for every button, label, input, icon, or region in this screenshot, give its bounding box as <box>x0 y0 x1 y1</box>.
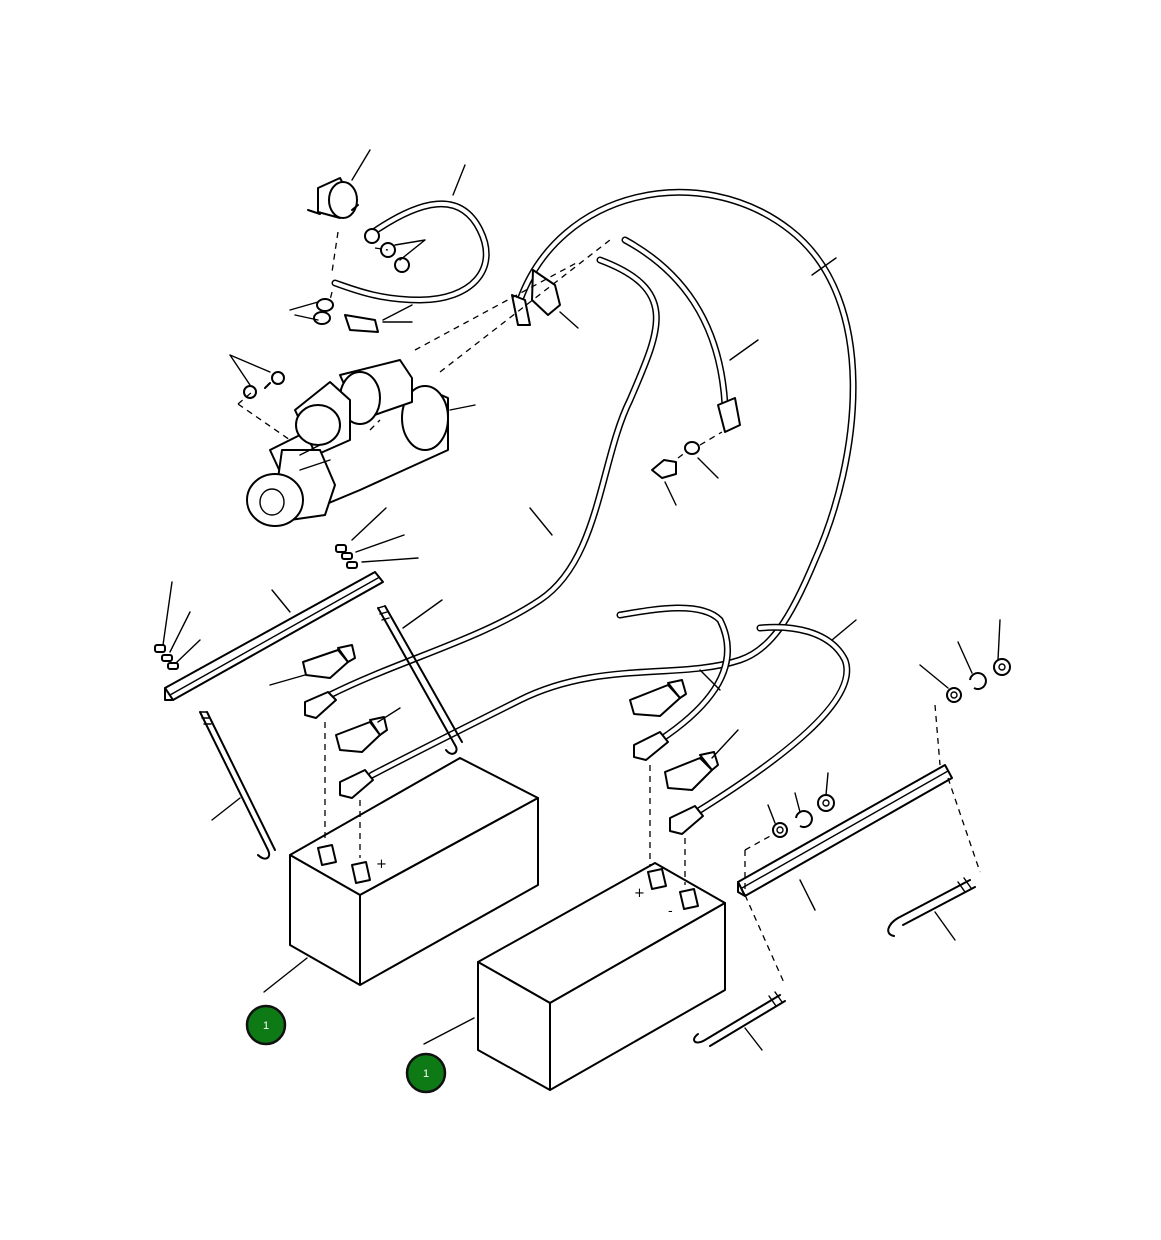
terminal-mark-right-negative: - <box>668 904 673 919</box>
assembly-guide-lines <box>237 231 981 986</box>
terminal-boot-right-1 <box>629 679 687 717</box>
hold-down-rod-left <box>199 711 276 860</box>
terminal-mark-left-positive: + <box>376 857 387 872</box>
terminal-boot-right-2 <box>664 751 719 791</box>
hold-down-rod-center <box>377 605 463 755</box>
leader-lines <box>162 149 1001 1051</box>
cable-battery-interconnect <box>616 604 851 814</box>
terminal-boot-small <box>511 269 561 326</box>
ground-bolt <box>651 397 741 479</box>
terminal-clamp-left-2 <box>339 769 374 799</box>
cable-battery-negative <box>326 256 660 699</box>
cable-ground-strap <box>621 236 729 409</box>
terminal-boot-left-2 <box>335 716 388 753</box>
starter-motor <box>246 359 449 527</box>
hold-down-bar-left <box>164 571 384 701</box>
solenoid-switch <box>307 177 359 219</box>
hold-down-bar-right <box>737 764 953 897</box>
nut-washer-set-right <box>772 658 1011 838</box>
callout-label: 1 <box>423 1068 429 1080</box>
callout-badge-right-battery[interactable]: 1 <box>405 1052 447 1094</box>
terminal-mark-right-positive: + <box>634 886 645 901</box>
hold-down-rod-right-2 <box>887 877 976 937</box>
cable-long-main <box>368 188 857 779</box>
terminal-boot-left-1 <box>302 644 356 679</box>
starter-bolt <box>243 371 285 399</box>
battery-left: + <box>289 757 539 986</box>
terminal-clamp-left-1 <box>304 691 337 719</box>
battery-right: + - <box>477 862 726 1091</box>
clamp-hardware <box>154 544 358 670</box>
callout-label: 1 <box>263 1020 269 1032</box>
hold-down-rod-right-1 <box>693 991 786 1047</box>
terminal-clamp-right-1 <box>633 731 669 761</box>
callout-badge-left-battery[interactable]: 1 <box>245 1004 287 1046</box>
terminal-clamp-right-2 <box>669 805 704 835</box>
cable-starter-to-solenoid <box>331 200 490 304</box>
